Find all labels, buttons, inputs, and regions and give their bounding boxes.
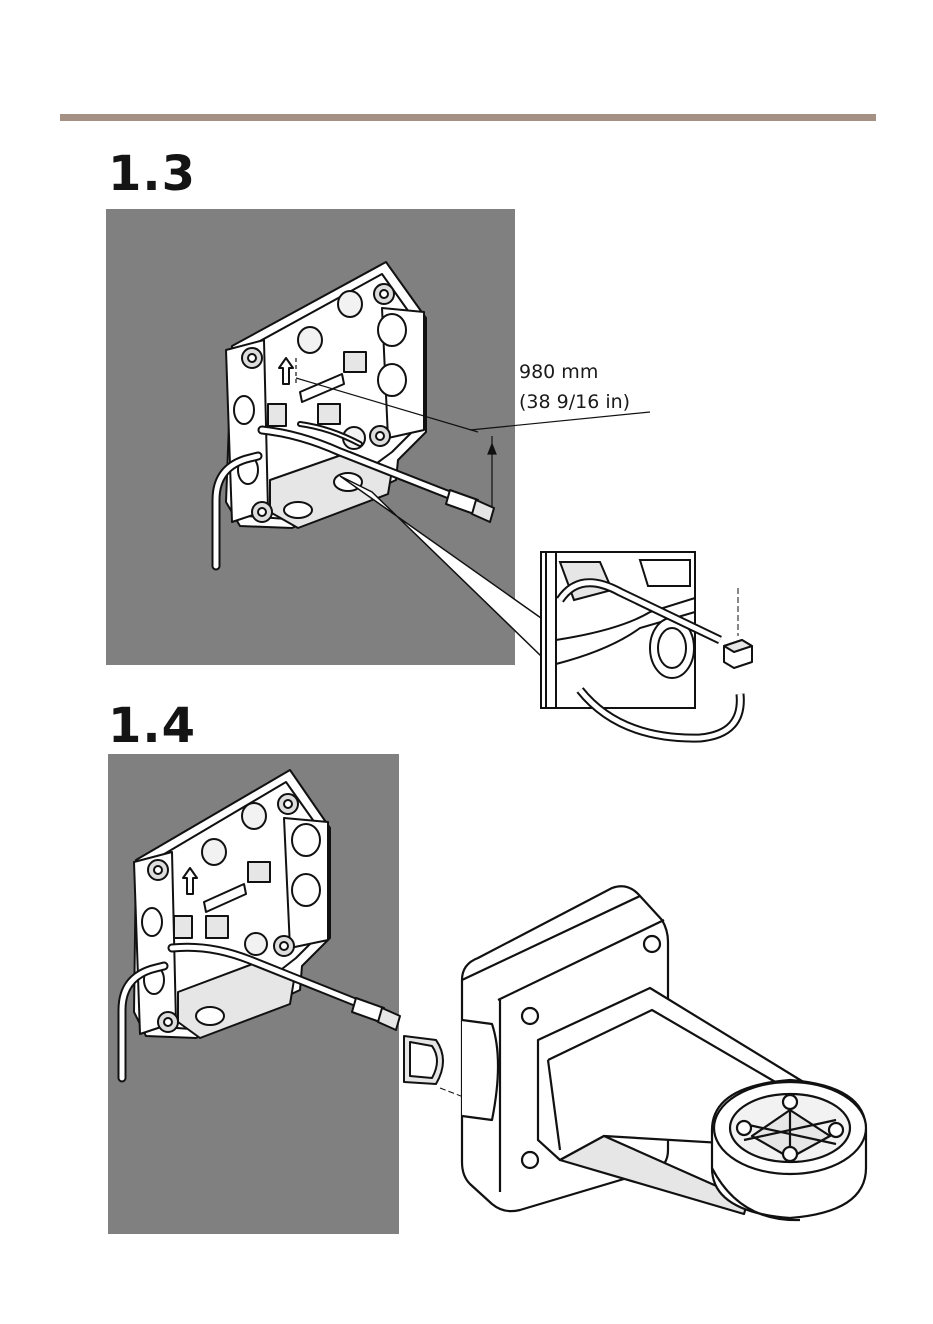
step-1-4-illustration	[108, 754, 866, 1234]
detail-inset-1-3	[541, 552, 752, 738]
wall-bracket-1-4	[462, 886, 866, 1220]
step-1-3-illustration	[106, 209, 752, 738]
cable-grommet-1-4	[404, 1036, 443, 1084]
